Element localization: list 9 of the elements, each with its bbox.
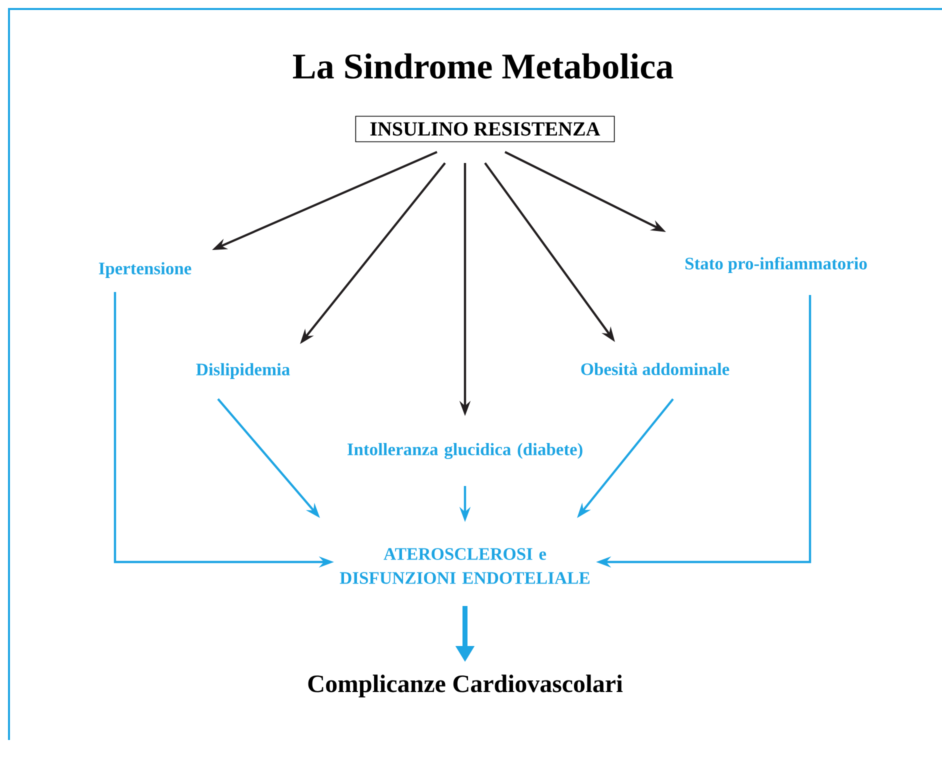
condition-label: Stato pro-infiammatorio	[685, 256, 867, 274]
condition-label: ATEROSCLEROSI e DISFUNZIONI ENDOTELIALE	[340, 548, 590, 584]
process-box: INSULINO RESISTENZA	[355, 116, 615, 142]
condition-label: Intolleranza glucidica (diabete)	[348, 443, 582, 459]
condition-label: Obesità addominale	[581, 362, 730, 376]
title: La Sindrome Metabolica	[292, 53, 674, 79]
condition-label: Dislipidemia	[196, 363, 290, 379]
outcome-label: Complicanze Cardiovascolari	[308, 674, 623, 698]
condition-label: Ipertensione	[98, 262, 192, 278]
